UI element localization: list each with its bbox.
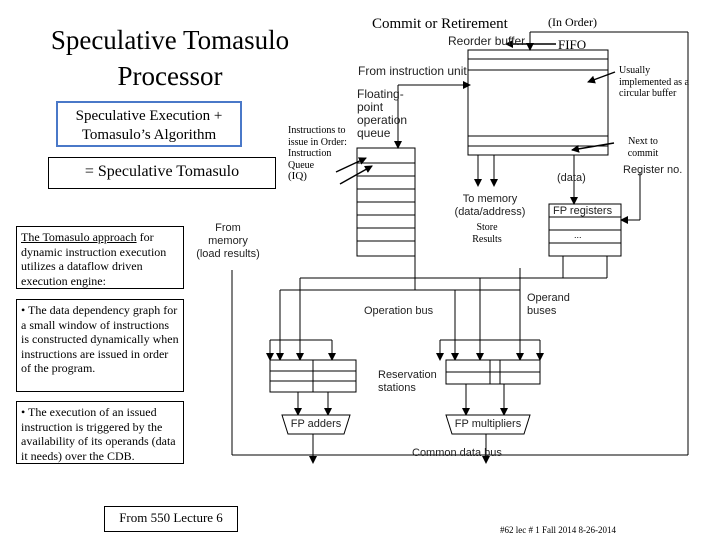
from-memory-line-2: memory (208, 235, 248, 247)
fifo-label: FIFO (558, 37, 587, 52)
bus-lines (231, 31, 689, 464)
next-to-commit-note: Next to commit (627, 136, 659, 159)
fp-queue-line-2: point (357, 100, 384, 114)
spec-line-2: Tomasulo’s Algorithm (81, 127, 217, 143)
fp-adders-unit (281, 414, 351, 435)
in-order-label: (In Order) (548, 15, 597, 29)
reservation-stations-adders (269, 359, 357, 393)
approach-note: The Tomasulo approach for dynamic instru… (16, 226, 184, 289)
fp-multipliers-unit (445, 414, 531, 435)
from-memory-line-3: (load results) (196, 248, 260, 260)
approach-text: for dynamic instruction execution utiliz… (21, 230, 167, 288)
to-memory-label: To memory (data/address) (448, 193, 532, 219)
store-results-note: Store Results (472, 222, 502, 245)
title-line-1: Speculative Tomasulo (50, 25, 290, 55)
operand-buses-line-1: Operand (527, 292, 570, 304)
equals-speculative-tomasulo: = Speculative Tomasulo (48, 157, 276, 189)
bullet-note-2: • The execution of an issued instruction… (16, 401, 184, 464)
bullet-note-1: • The data dependency graph for a small … (16, 299, 184, 392)
svg-text:...: ... (574, 230, 582, 240)
operation-bus-label: Operation bus (364, 305, 434, 317)
common-data-bus-label: Common data bus (412, 447, 502, 459)
commit-label: Commit or Retirement (372, 16, 508, 32)
from-instruction-unit-label: From instruction unit (358, 64, 467, 78)
reorder-buffer (467, 49, 609, 156)
instruction-queue-note: Instructions to issue in Order: Instruct… (288, 125, 354, 183)
iq-text: Instructions to issue in Order: Instruct… (288, 125, 347, 171)
reservation-stations-multipliers (445, 359, 541, 385)
fp-operation-queue (356, 147, 416, 257)
annotation-arrows (335, 40, 616, 185)
fp-queue-line-4: queue (357, 126, 391, 140)
to-memory-line-2: (data/address) (454, 206, 526, 218)
from-memory-label: From memory (load results) (192, 222, 264, 261)
page-title: Speculative Tomasulo Processor (20, 22, 320, 94)
operand-buses-label: Operand buses (527, 292, 570, 318)
iq-tag: (IQ) (288, 170, 307, 182)
title-line-2: Processor (117, 61, 223, 91)
circular-buffer-note: Usually implemented as a circular buffer (619, 65, 689, 99)
operand-buses-line-2: buses (527, 305, 557, 317)
register-no-label: Register no. (623, 164, 683, 176)
fp-multipliers-label: FP multipliers (454, 418, 522, 430)
speculative-execution-box: Speculative Execution + Tomasulo’s Algor… (56, 101, 242, 147)
approach-link: The Tomasulo approach (21, 230, 137, 244)
to-memory-line-1: To memory (462, 193, 518, 205)
spec-line-1: Speculative Execution + (75, 108, 223, 124)
lecture-reference: From 550 Lecture 6 (104, 506, 238, 532)
fp-queue-line-3: operation (357, 113, 408, 127)
data-label: (data) (557, 172, 586, 184)
reservation-stations-label: Reservation stations (378, 369, 437, 395)
from-memory-line-1: From (215, 222, 241, 234)
reorder-buffer-label: Reorder buffer (448, 34, 526, 48)
reservation-stations-line-2: stations (378, 382, 416, 394)
slide-footer: #62 lec # 1 Fall 2014 8-26-2014 (500, 525, 616, 535)
fp-queue-label: Floating- point operation queue (357, 88, 407, 140)
fp-queue-line-1: Floating- (357, 87, 404, 101)
fp-adders-label: FP adders (290, 418, 342, 430)
fp-registers: ... (548, 203, 622, 257)
fp-registers-label: FP registers (553, 205, 613, 217)
reservation-stations-line-1: Reservation (378, 369, 437, 381)
